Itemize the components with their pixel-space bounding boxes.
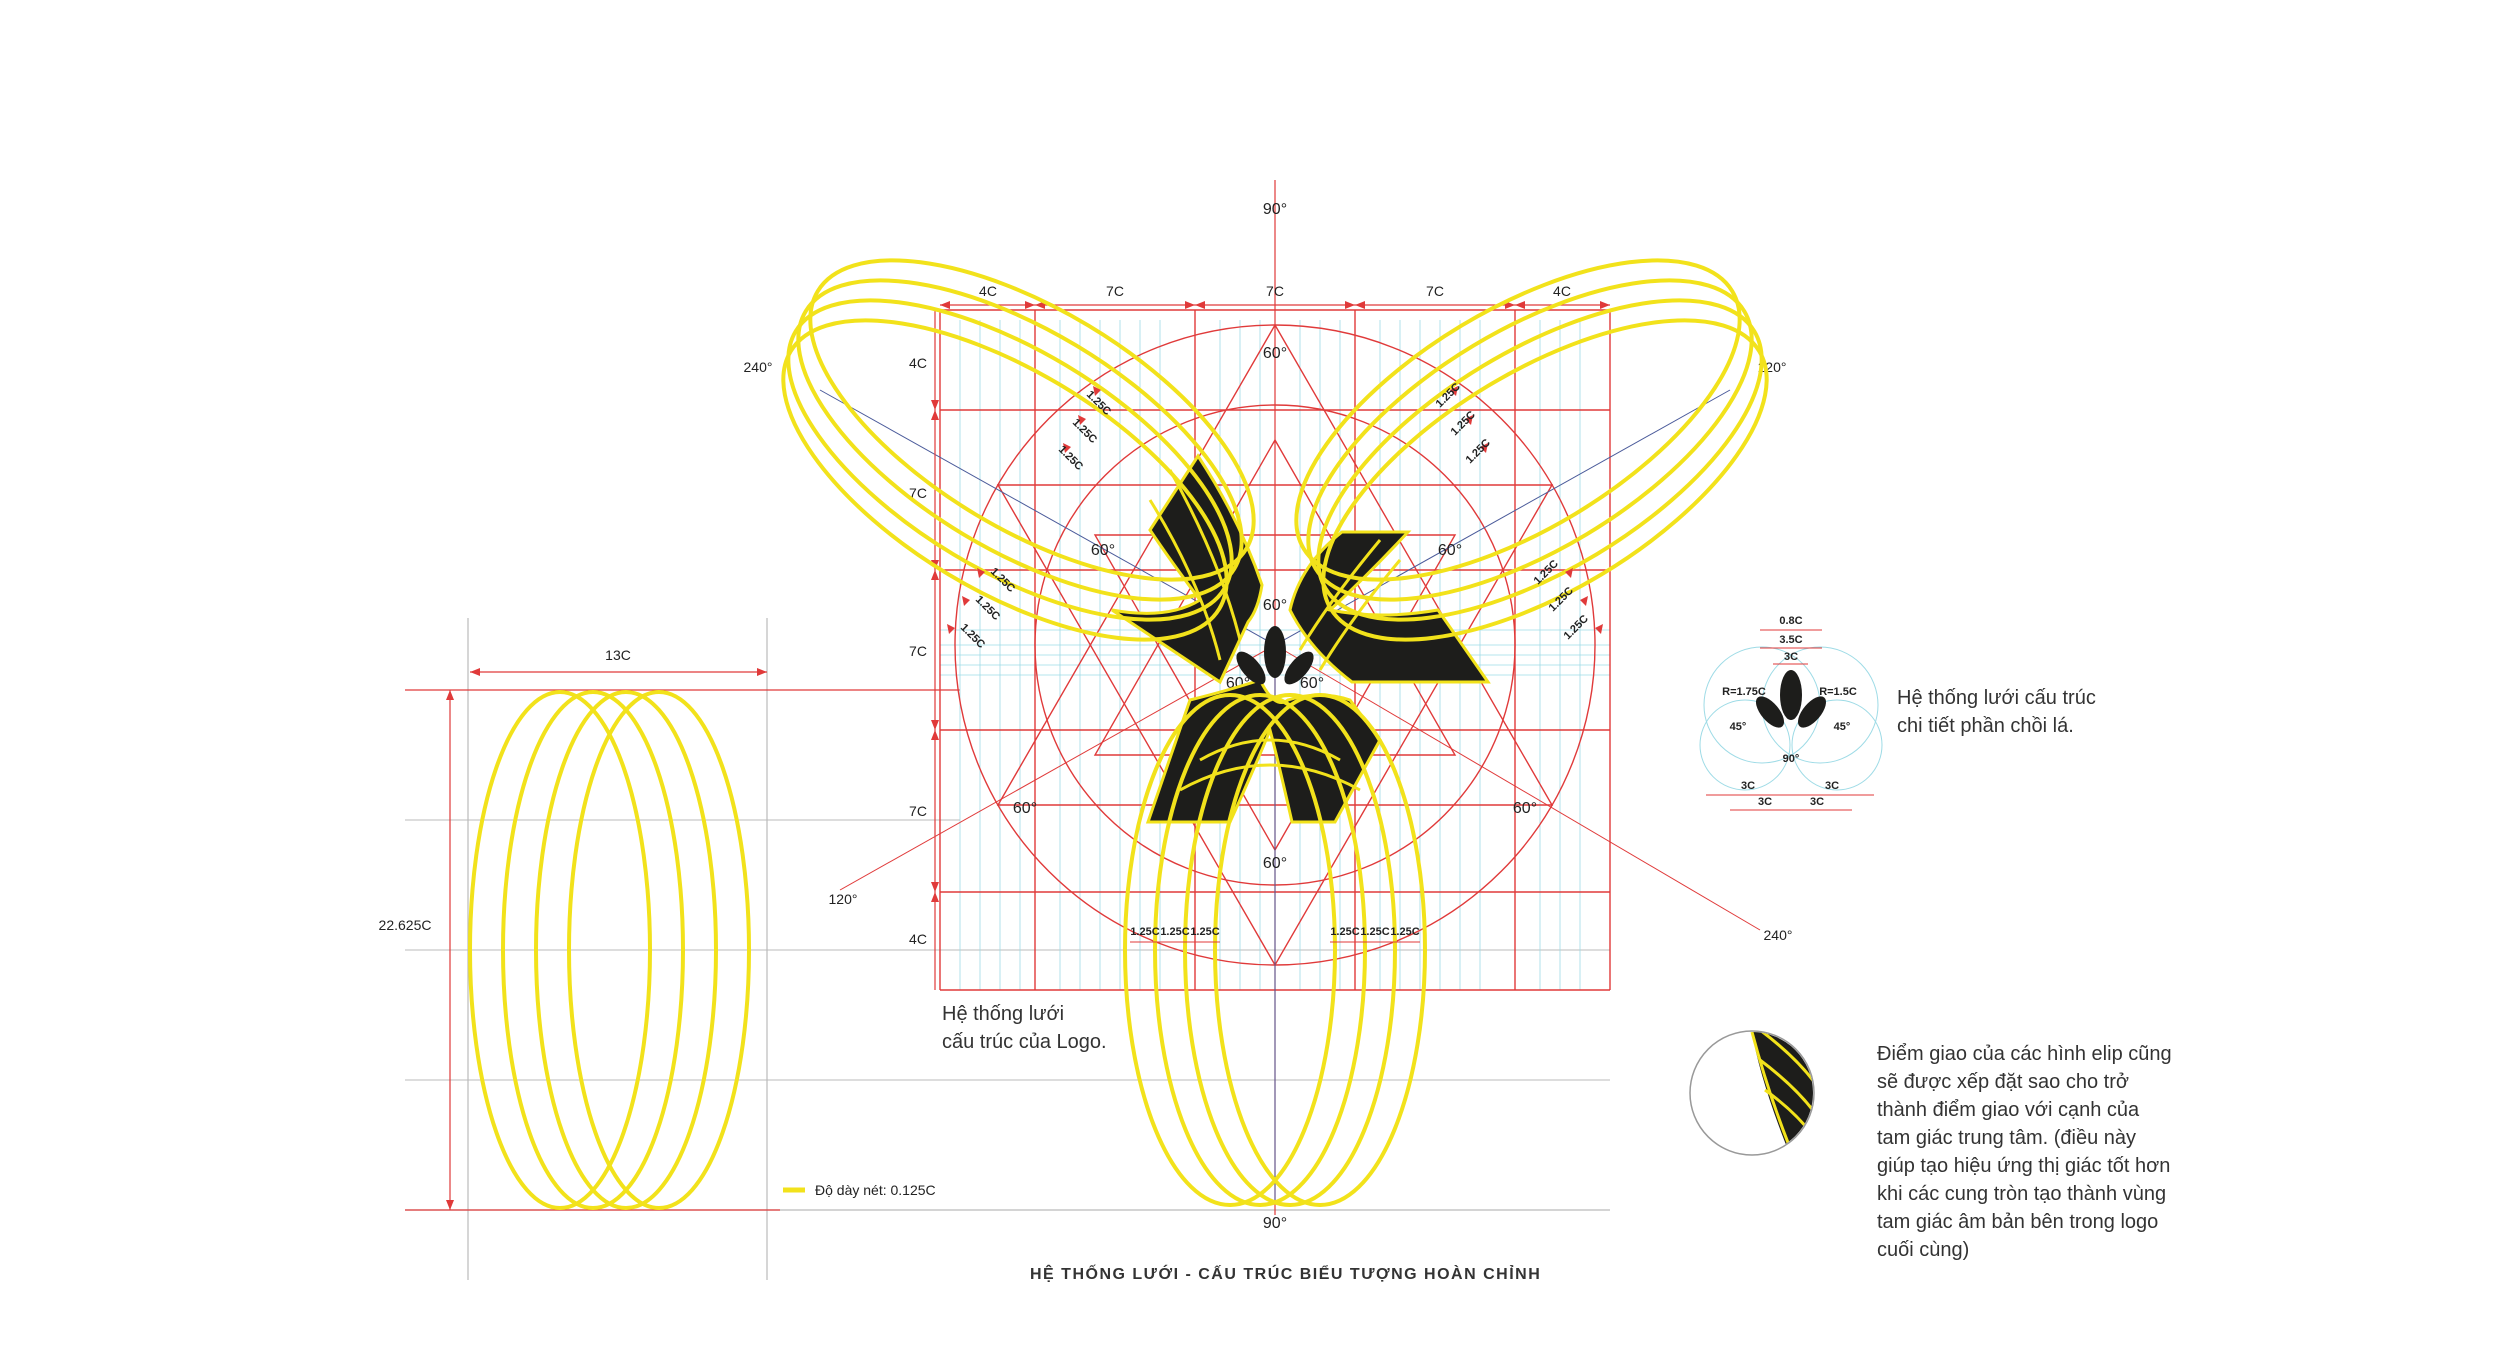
ellipse-intersection-detail [1689,1030,1815,1156]
dim-top-7c-2: 7C [1266,283,1284,299]
deg-60-bottom-left: 60° [1013,800,1037,817]
dim-125c-e2: 1.25C [1160,926,1189,938]
page-caption: HỆ THỐNG LƯỚI - CẤU TRÚC BIỂU TƯỢNG HOÀN… [1030,1266,1542,1283]
angle-240-right: 240° [1764,927,1793,943]
dim-22625c: 22.625C [379,917,432,933]
dim-125c-f2: 1.25C [1360,926,1389,938]
ellipse-note-line: cuối cùng) [1877,1239,1970,1261]
dim-top-7c-3: 7C [1426,283,1444,299]
logo-ellipse-set-bottom [1123,693,1427,1207]
legend-stroke-width: Độ dày nét: 0.125C [815,1182,936,1198]
detail-35c: 3.5C [1779,634,1802,646]
dim-125c-e1: 1.25C [1130,926,1159,938]
leaf-grid-note: Hệ thống lưới cấu trúc chi tiết phần chồ… [1897,684,2096,740]
ellipse-note-line: khi các cung tròn tạo thành vùng [1877,1183,2167,1205]
logo-ellipse-set-left [781,258,1256,642]
detail-08c: 0.8C [1779,615,1802,627]
detail-3c-top: 3C [1784,651,1798,663]
deg-60-bottom-right: 60° [1513,800,1537,817]
dim-125c-b3: 1.25C [1464,437,1493,466]
dim-top-4c-right: 4C [1553,283,1571,299]
detail-r15: R=1.5C [1819,686,1857,698]
detail-3c-bottom-right: 3C [1810,796,1824,808]
angle-120-left: 120° [829,891,858,907]
detail-3c-right: 3C [1825,780,1839,792]
dim-left-7c-3: 7C [909,803,927,819]
dim-125c-d3: 1.25C [1562,613,1591,642]
angle-bottom-90: 90° [1263,1215,1287,1232]
detail-3c-left: 3C [1741,780,1755,792]
angle-240-left: 240° [744,359,773,375]
leaf-bud-icon [1236,626,1314,685]
deg-60-right: 60° [1438,542,1462,559]
detail-45-left: 45° [1730,721,1747,733]
leaf-bud-detail: 0.8C 3.5C 3C R=1.75C R=1.5C 45° 45° 90° … [1699,615,1883,811]
logo-grid-note: Hệ thống lưới cấu trúc của Logo. [942,1000,1107,1056]
dim-125c-e3: 1.25C [1190,926,1219,938]
logo-ellipse-set-right [1294,258,1769,642]
dim-125c-a2: 1.25C [1070,417,1099,446]
ellipse-note: Điểm giao của các hình elip cũng sẽ được… [1877,1040,2172,1264]
ellipse-note-line: tam giác trung tâm. (điều này [1877,1127,2137,1149]
leaf-grid-note-line: Hệ thống lưới cấu trúc [1897,687,2096,709]
detail-3c-bottom-left: 3C [1758,796,1772,808]
ellipse-note-line: giúp tạo hiệu ứng thị giác tốt hơn [1877,1155,2171,1177]
deg-60-left: 60° [1091,542,1115,559]
detail-90: 90° [1783,753,1800,765]
standalone-ellipse-group: 13C 22.625C Độ dày nét: 0.125C [379,618,1610,1280]
dim-left-4c-top: 4C [909,355,927,371]
ellipse-note-line: Điểm giao của các hình elip cũng [1877,1043,2172,1065]
ellipse-note-line: thành điểm giao với cạnh của [1877,1099,2140,1121]
dim-125c-f3: 1.25C [1390,926,1419,938]
angle-top-90: 90° [1263,201,1287,218]
leaf-grid-note-line: chi tiết phần chồi lá. [1897,715,2074,737]
detail-r175: R=1.75C [1722,686,1766,698]
deg-60-top: 60° [1263,345,1287,362]
deg-60-center-right: 60° [1300,675,1324,692]
deg-60-center-top: 60° [1263,597,1287,614]
dim-top-4c-left: 4C [979,283,997,299]
dim-left-4c-bottom: 4C [909,931,927,947]
logo-mark-icon [1111,453,1491,824]
dim-125c-c3: 1.25C [958,622,987,651]
dim-125c-c2: 1.25C [973,594,1002,623]
detail-45-right: 45° [1834,721,1851,733]
dim-13c: 13C [605,647,631,663]
dim-top-7c-1: 7C [1106,283,1124,299]
dim-125c-f1: 1.25C [1330,926,1359,938]
dim-125c-b2: 1.25C [1449,409,1478,438]
logo-grid-note-line: cấu trúc của Logo. [942,1031,1107,1053]
dim-left-7c-2: 7C [909,643,927,659]
logo-grid-note-line: Hệ thống lưới [942,1003,1065,1025]
ellipse-note-line: tam giác âm bản bên trong logo [1877,1211,2159,1233]
ellipse-note-line: sẽ được xếp đặt sao cho trở [1877,1071,2129,1093]
dim-left-7c-1: 7C [909,485,927,501]
deg-60-bottom: 60° [1263,855,1287,872]
